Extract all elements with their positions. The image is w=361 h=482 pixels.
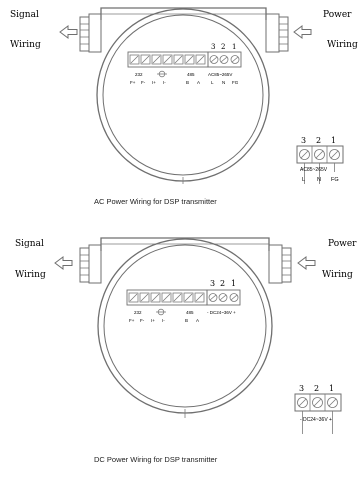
dc-power-number: 1 (231, 279, 236, 288)
dc-detail-number: 2 (314, 384, 319, 393)
dc-terminal-block (126, 289, 241, 306)
dc-power-tag: - DC24~36V + (207, 310, 236, 315)
ac-pin-label: FG (232, 80, 239, 85)
ac-power-label-2: Wiring (327, 40, 358, 50)
dc-power-number: 3 (210, 279, 215, 288)
ac-power-arrow-icon (293, 25, 312, 39)
ac-caption: AC Power Wiring for DSP transmitter (94, 197, 217, 206)
dc-caption: DC Power Wiring for DSP transmitter (94, 455, 218, 464)
ac-detail-terminal: 3 2 1 AC85~265V L N FG (296, 136, 344, 184)
ac-left-gland-icon (79, 13, 102, 53)
dc-pin-label: F+ (129, 318, 135, 323)
dc-detail-number: 1 (329, 384, 334, 393)
ac-detail-pin: L (302, 177, 305, 183)
ac-detail-number: 1 (331, 136, 336, 145)
dc-pin-labels: F+ F- I+ I- B A (129, 318, 199, 323)
dc-detail-tag: - DC24~36V + (300, 417, 332, 423)
ac-signal-label-2: Wiring (10, 40, 41, 50)
ac-diagram: Signal Wiring Power Wiring (10, 7, 358, 206)
dc-pin-label: A (196, 318, 199, 323)
dc-pin-label: I- (162, 318, 165, 323)
dc-signal-arrow-icon (54, 256, 73, 270)
dc-power-label-2: Wiring (322, 270, 353, 280)
dc-left-gland-icon (79, 244, 102, 284)
ac-terminal-block (127, 51, 242, 68)
ac-signal-arrow-icon (59, 25, 78, 39)
ac-pin-label: L (211, 80, 214, 85)
ac-detail-pin: N (317, 177, 321, 183)
ac-power-label: Power (323, 10, 352, 20)
ac-power-number: 1 (232, 43, 236, 51)
ac-pin-label: B (186, 80, 189, 85)
ac-ground-icon (157, 70, 167, 78)
dc-power-label: Power (328, 239, 357, 249)
ac-pin-label: I+ (152, 80, 156, 85)
ac-power-number: 2 (221, 43, 225, 51)
dc-signal-label: Signal (15, 239, 44, 249)
ac-rs485-label: 485 (187, 72, 195, 77)
dc-power-number: 2 (220, 279, 225, 288)
ac-pin-label: F+ (130, 80, 136, 85)
ac-detail-tag: AC85~265V (300, 167, 328, 173)
dc-rs485-label: 485 (186, 310, 194, 315)
dc-rs232-label: 232 (134, 310, 142, 315)
ac-detail-number: 3 (301, 136, 306, 145)
dc-power-arrow-icon (297, 256, 316, 270)
dc-signal-label-2: Wiring (15, 270, 46, 280)
ac-signal-label: Signal (10, 10, 39, 20)
ac-right-gland-icon (265, 13, 289, 53)
ac-housing (96, 7, 270, 184)
ac-pin-labels: F+ F- I+ I- B A L N FG (130, 80, 239, 85)
ac-power-tag: AC85~265V (208, 72, 232, 77)
ac-pin-label: A (197, 80, 200, 85)
dc-pin-label: F- (140, 318, 145, 323)
dc-detail-terminal: 3 2 1 - DC24~36V + (294, 384, 342, 434)
dc-right-gland-icon (268, 244, 292, 284)
ac-power-number: 3 (211, 43, 215, 51)
ac-detail-number: 2 (316, 136, 321, 145)
dc-pin-label: I+ (151, 318, 155, 323)
dc-pin-label: B (185, 318, 188, 323)
ac-detail-pin: FG (331, 177, 339, 183)
dc-housing (97, 237, 273, 418)
ac-pin-label: F- (141, 80, 146, 85)
ac-rs232-label: 232 (135, 72, 143, 77)
dc-ground-icon (156, 308, 166, 316)
dc-detail-number: 3 (299, 384, 304, 393)
dc-diagram: Signal Wiring Power Wiring (15, 237, 357, 464)
ac-pin-label: N (222, 80, 225, 85)
ac-pin-label: I- (163, 80, 166, 85)
